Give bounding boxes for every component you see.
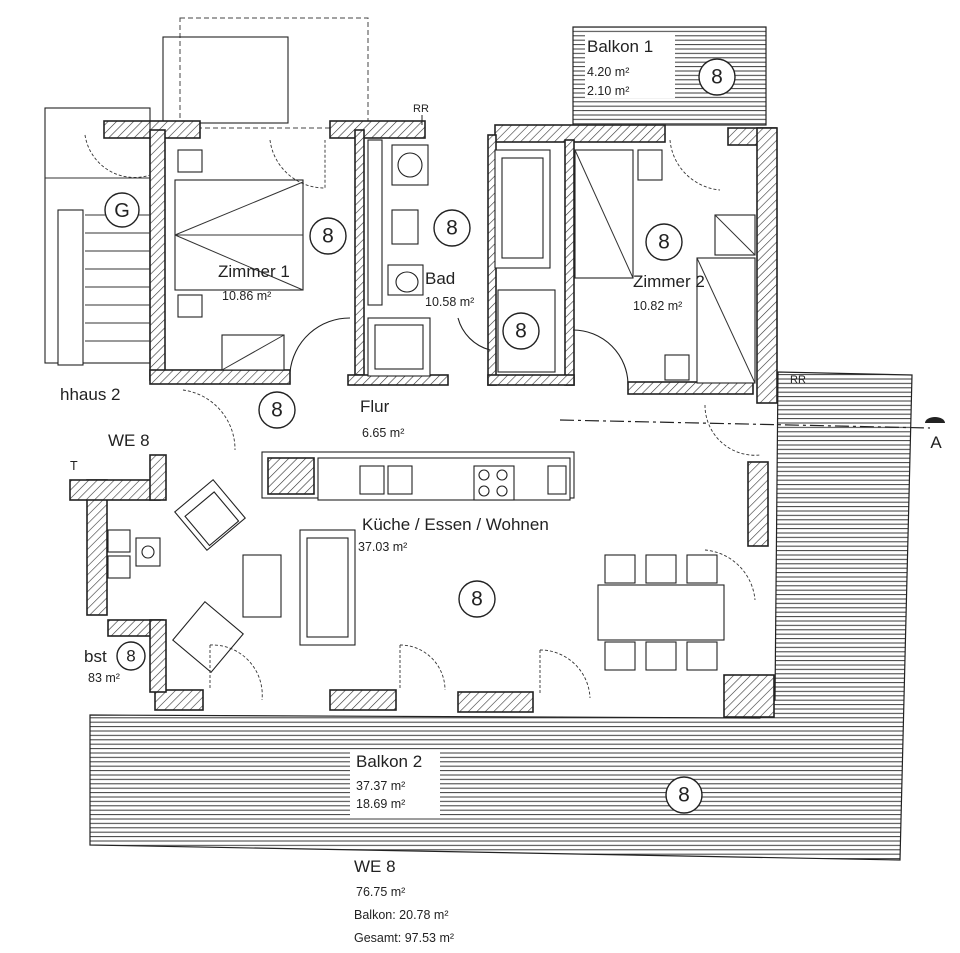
room-label-abstell: bst 83 m² 8: [78, 640, 148, 685]
zimmer-1-door-swing: [269, 139, 326, 189]
svg-text:8: 8: [471, 588, 483, 611]
zimmer-2-door-swing: [669, 139, 721, 191]
zimmer-2-furniture: [574, 149, 756, 384]
svg-text:37.37 m²: 37.37 m²: [356, 779, 405, 793]
summary-unit: WE 8: [354, 857, 396, 876]
roof-opening-outline: [179, 17, 369, 129]
room-label-wc: 8: [502, 312, 540, 350]
svg-text:Bad: Bad: [425, 269, 455, 288]
svg-text:83 m²: 83 m²: [88, 671, 120, 685]
svg-text:37.03 m²: 37.03 m²: [358, 540, 407, 554]
svg-text:Küche / Essen / Wohnen: Küche / Essen / Wohnen: [362, 515, 549, 534]
svg-text:4.20 m²: 4.20 m²: [587, 65, 629, 79]
room-label-kueche: Küche / Essen / Wohnen 37.03 m² 8: [358, 515, 549, 618]
svg-text:8: 8: [678, 784, 690, 807]
summary-area: 76.75 m²: [356, 885, 405, 899]
room-label-balkon-1: Balkon 1 4.20 m² 2.10 m² 8: [587, 37, 736, 98]
zimmer-2-entry-door: [572, 329, 629, 386]
summary-total: Gesamt: 97.53 m²: [354, 931, 454, 945]
unit-summary: WE 8 76.75 m² Balkon: 20.78 m² Gesamt: 9…: [354, 857, 454, 945]
stair-marker-circle: [104, 192, 140, 228]
living-furniture: [107, 479, 356, 673]
svg-text:8: 8: [515, 320, 527, 343]
room-label-zimmer-1: Zimmer 1 10.86 m² 8: [218, 217, 347, 303]
svg-text:8: 8: [322, 225, 334, 248]
staircase: [44, 107, 151, 366]
window-bay: [162, 36, 289, 124]
dining-table: [597, 554, 725, 671]
terrace-doors: [84, 134, 761, 701]
svg-text:Balkon 1: Balkon 1: [587, 37, 653, 56]
svg-text:Zimmer 1: Zimmer 1: [218, 262, 290, 281]
exterior-walls: [69, 120, 778, 718]
svg-text:Zimmer 2: Zimmer 2: [633, 272, 705, 291]
bad-door-swing: [457, 317, 491, 351]
stairhouse-marker: T: [70, 459, 78, 473]
svg-text:8: 8: [126, 647, 135, 666]
zimmer-1-furniture: [174, 149, 304, 371]
svg-text:8: 8: [658, 231, 670, 254]
svg-text:6.65 m²: 6.65 m²: [362, 426, 404, 440]
summary-balcony: Balkon: 20.78 m²: [354, 908, 449, 922]
svg-text:Flur: Flur: [360, 397, 390, 416]
room-label-flur: Flur 6.65 m² 8: [258, 391, 404, 440]
section-line: [559, 419, 931, 429]
svg-text:8: 8: [271, 399, 283, 422]
section-arrow-icon: [925, 417, 945, 423]
room-label-bad: Bad 10.58 m² 8: [425, 209, 474, 309]
svg-text:10.86 m²: 10.86 m²: [222, 289, 271, 303]
stairhouse-label: hhaus 2: [60, 385, 121, 404]
room-label-balkon-2: Balkon 2 37.37 m² 18.69 m² 8: [356, 752, 703, 814]
room-label-zimmer-2: Zimmer 2 10.82 m² 8: [633, 223, 705, 313]
zimmer-1-entry-door: [289, 317, 351, 373]
svg-text:Balkon 2: Balkon 2: [356, 752, 422, 771]
stair-marker-label: G: [114, 200, 130, 222]
svg-text:18.69 m²: 18.69 m²: [356, 797, 405, 811]
stairhouse-unit-label: WE 8: [108, 431, 150, 450]
svg-text:10.82 m²: 10.82 m²: [633, 299, 682, 313]
svg-text:8: 8: [446, 217, 458, 240]
pipe-label-top: RR: [413, 103, 429, 115]
pipe-label-right: RR: [790, 374, 806, 386]
kitchen-counter: [317, 457, 571, 501]
svg-text:10.58 m²: 10.58 m²: [425, 295, 474, 309]
svg-text:bst: bst: [84, 647, 107, 666]
section-marker-label: A: [930, 433, 942, 452]
bad-fixtures: [367, 139, 556, 377]
svg-text:8: 8: [711, 66, 723, 89]
svg-text:2.10 m²: 2.10 m²: [587, 84, 629, 98]
